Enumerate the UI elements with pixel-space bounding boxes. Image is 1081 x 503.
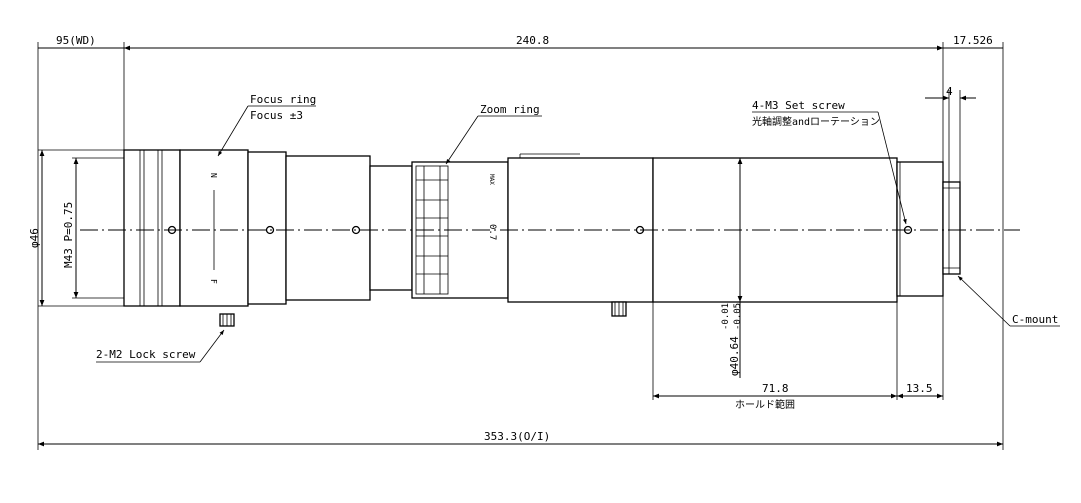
callout-set-screw: 4-M3 Set screw 光軸調整andローテーション [752,99,907,225]
dimension-wd: 95(WD) [38,34,124,49]
dimension-rear: 13.5 [897,382,943,399]
dim-front-dia-label: φ46 [28,228,41,248]
dim-holder-tol-upper: -0.01 [721,303,731,330]
callout-focus-ring-label: Focus ring [250,93,316,106]
callout-focus-range-label: Focus ±3 [250,109,303,122]
dim-thread-label: 4 [946,85,953,98]
dim-hold-range-label: ホールド範囲 [735,398,795,411]
dim-wd-label: 95(WD) [56,34,96,47]
callout-zoom-ring-label: Zoom ring [480,103,540,116]
dim-flange-label: 17.526 [953,34,993,47]
dim-overall-value: 353.3(O/I) [484,430,550,443]
dim-holder-dia: φ40.64 [728,336,741,376]
callout-zoom-ring: Zoom ring [445,103,542,165]
focus-mark-far: F [209,279,218,284]
dimension-flange: 17.526 [928,34,1003,51]
dimension-holder-diameter: φ40.64 -0.01 -0.05 [721,158,743,378]
screw-icons [167,225,913,327]
dim-front-thread-label: M43 P=0.75 [62,202,75,268]
callout-c-mount-label: C-mount [1012,313,1058,326]
dimension-mount-thread: 4 [925,85,976,101]
callout-set-screw-note: 光軸調整andローテーション [752,115,880,128]
dim-holder-tol-lower: -0.05 [733,303,743,330]
callout-set-screw-label: 4-M3 Set screw [752,99,845,112]
dimension-hold-range: 71.8 ホールド範囲 [653,382,897,411]
dimension-body-length: 240.8 [124,34,943,51]
extension-lines [37,42,1004,450]
dim-body-label: 240.8 [516,34,549,47]
callout-lock-screw: 2-M2 Lock screw [96,329,225,363]
c-mount [942,181,961,275]
zoom-mark-max: MAX [488,174,495,185]
dim-hold-range-value: 71.8 [762,382,789,395]
dimension-overall: 353.3(O/I) [38,430,1003,447]
callout-focus-ring: Focus ring Focus ±3 [217,93,316,157]
dimension-front-thread: M43 P=0.75 [62,158,79,298]
dim-rear-value: 13.5 [906,382,933,395]
lens-body: N F MAX 0.7 [123,149,961,327]
dimension-front-diameter: φ46 [28,150,45,306]
focus-mark-near: N [209,173,218,178]
callout-lock-screw-label: 2-M2 Lock screw [96,348,196,361]
callout-c-mount: C-mount [957,275,1060,327]
zoom-mark-value: 0.7 [487,224,497,240]
